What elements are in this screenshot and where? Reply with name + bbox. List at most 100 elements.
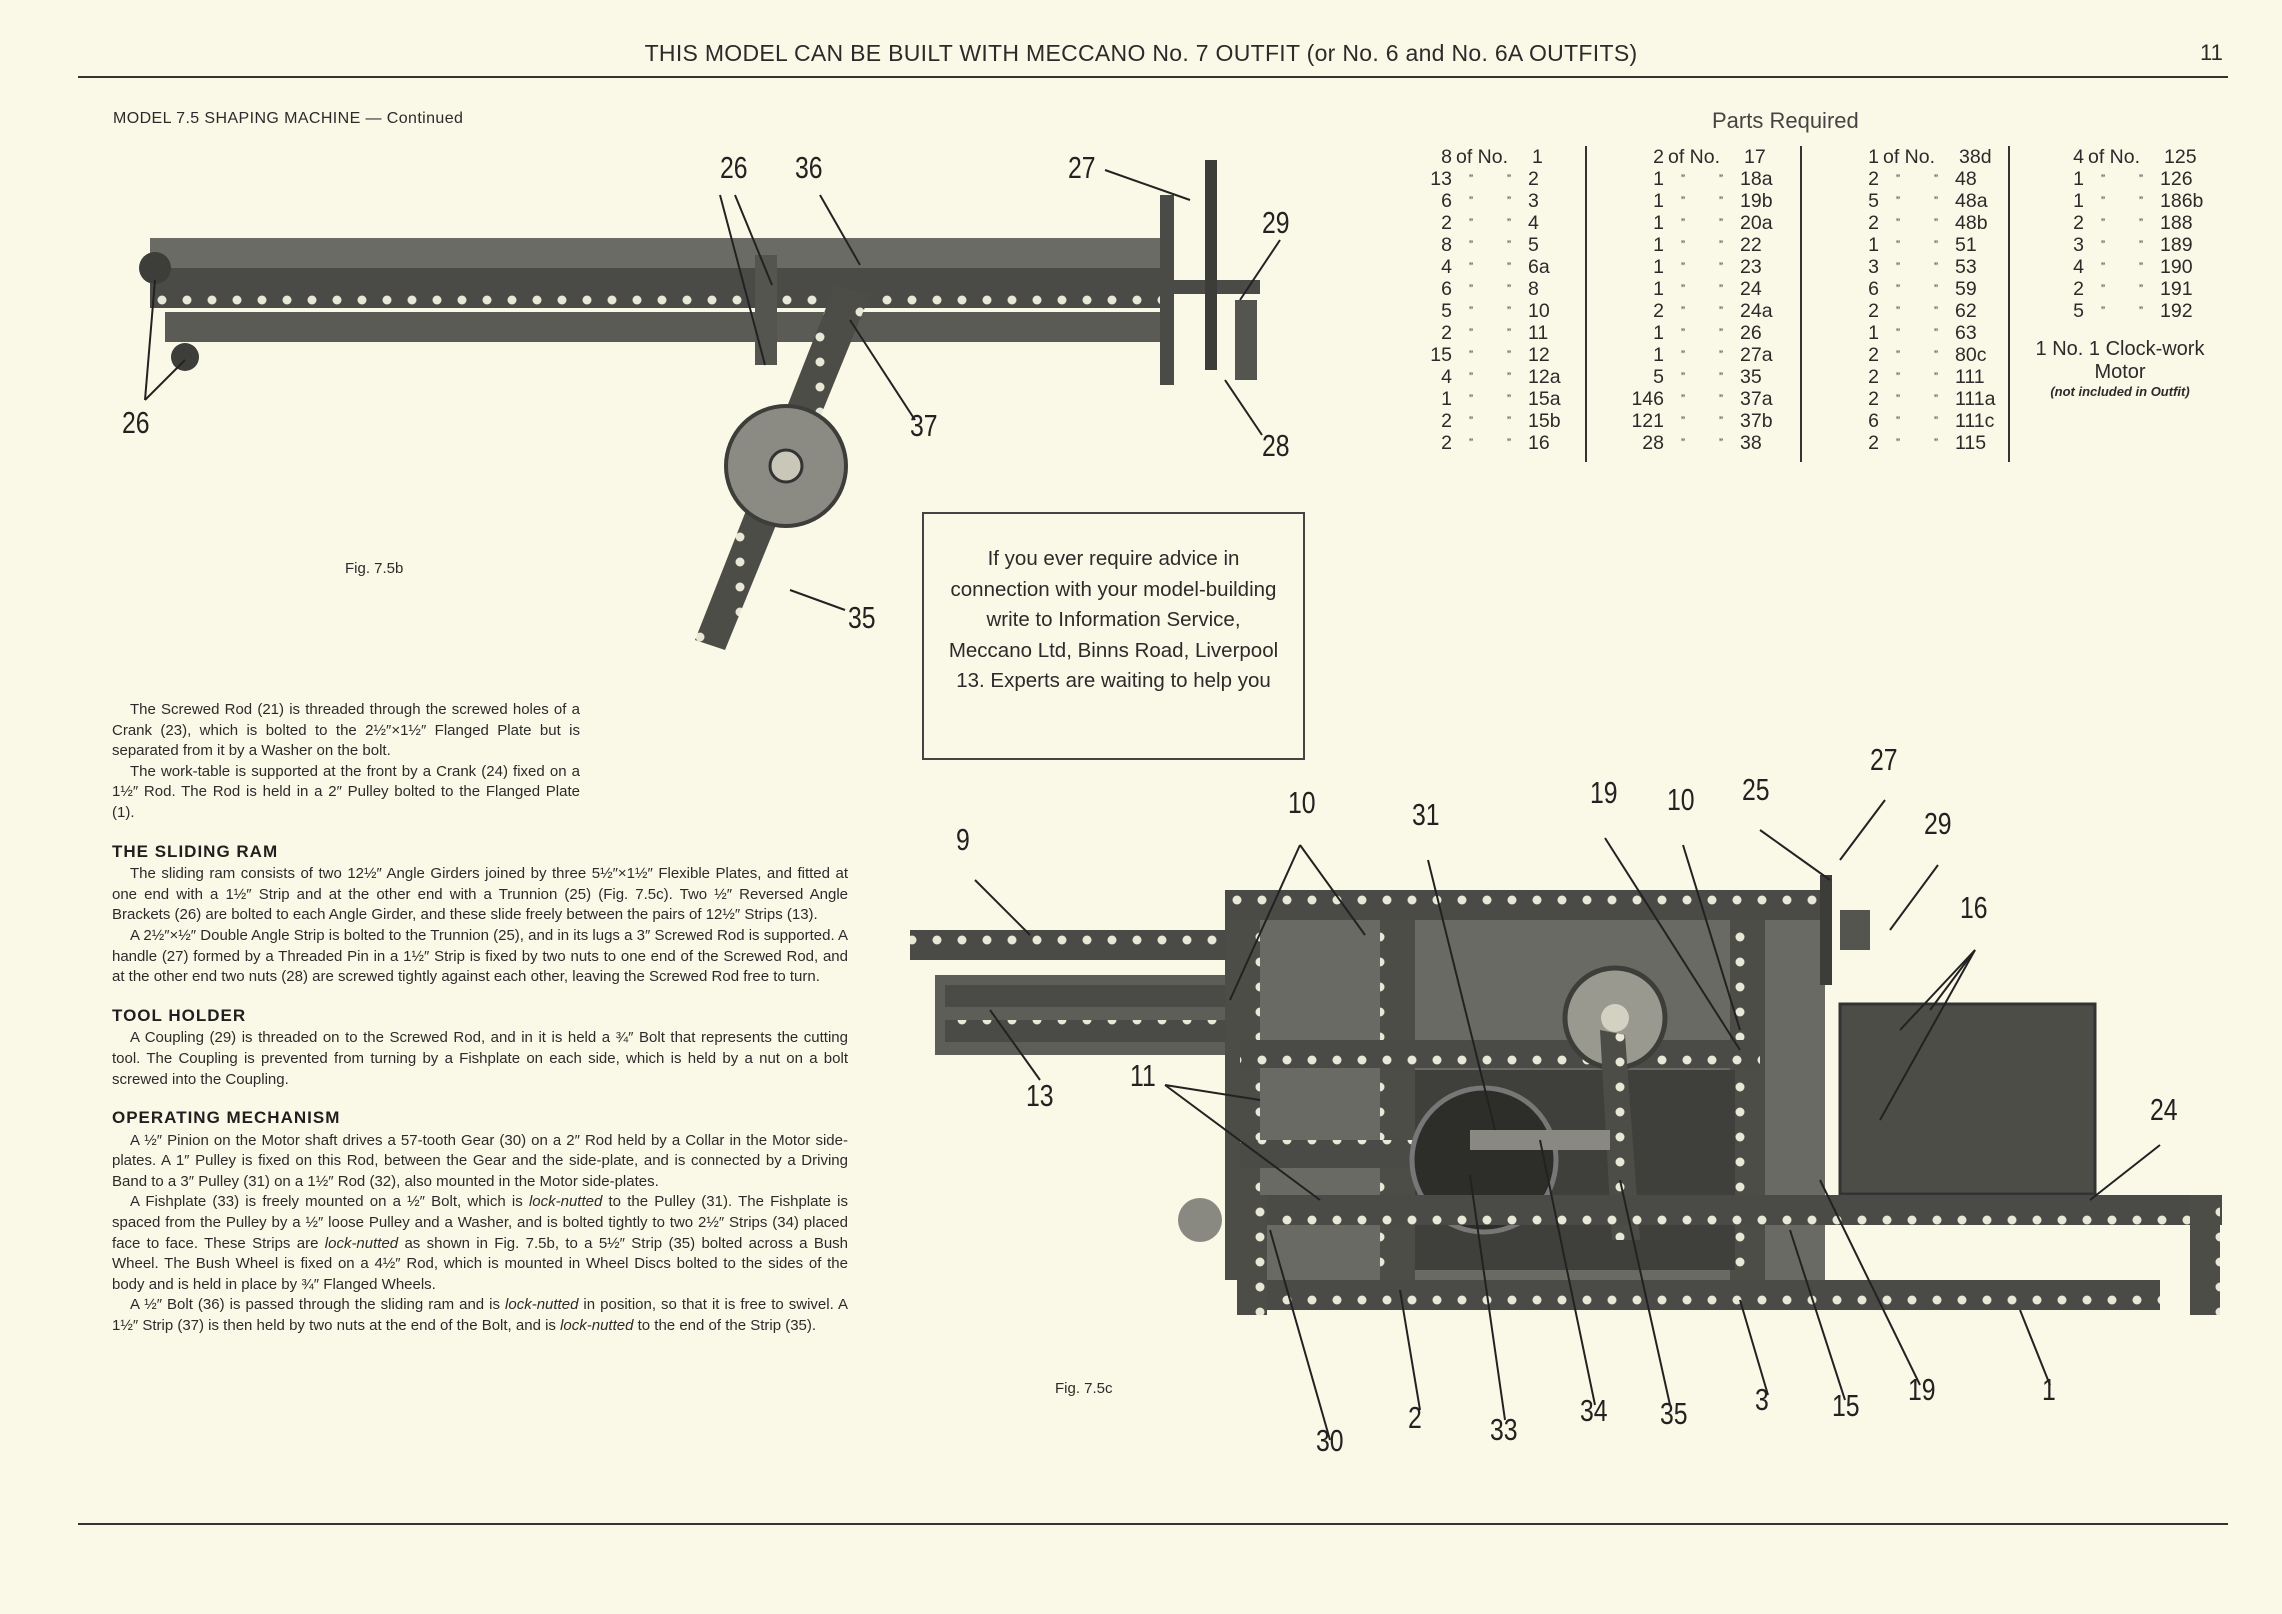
part-quantity: 4 — [2073, 146, 2084, 168]
ditto-mark: ” — [1719, 260, 1723, 274]
part-quantity: 2 — [1441, 322, 1452, 344]
parts-row: 3””189 — [2040, 234, 2220, 256]
part-quantity: 1 — [1441, 388, 1452, 410]
ditto-mark: ” — [1934, 348, 1938, 362]
of-no-label: of No. — [2088, 146, 2141, 168]
part-number: 8 — [1528, 278, 1539, 300]
ditto-mark: ” — [1469, 326, 1473, 340]
ditto-mark: ” — [1469, 348, 1473, 362]
part-quantity: 3 — [1868, 256, 1879, 278]
parts-row: 1””20a — [1620, 212, 1800, 234]
paragraph: A ½″ Bolt (36) is passed through the sli… — [112, 1295, 848, 1336]
ditto-mark: ” — [2101, 194, 2105, 208]
part-number: 16 — [1528, 432, 1550, 454]
parts-row: 1””186b — [2040, 190, 2220, 212]
part-quantity: 28 — [1642, 432, 1664, 454]
ditto-mark: ” — [2139, 282, 2143, 296]
ditto-mark: ” — [1934, 392, 1938, 406]
ditto-mark: ” — [1719, 414, 1723, 428]
part-number: 2 — [1528, 168, 1539, 190]
callout-label: 35 — [848, 600, 876, 635]
callout-label: 27 — [1870, 742, 1898, 777]
part-quantity: 8 — [1441, 234, 1452, 256]
part-quantity: 5 — [1868, 190, 1879, 212]
part-quantity: 2 — [1868, 168, 1879, 190]
ditto-mark: ” — [1507, 436, 1511, 450]
parts-row: 1””15a — [1408, 388, 1588, 410]
ditto-mark: ” — [1896, 348, 1900, 362]
part-quantity: 1 — [1653, 322, 1664, 344]
ditto-mark: ” — [1507, 304, 1511, 318]
parts-row: 1””51 — [1835, 234, 2015, 256]
parts-row: 4””6a — [1408, 256, 1588, 278]
text-run: A ½″ Pinion on the Motor shaft drives a … — [112, 1131, 848, 1190]
part-quantity: 146 — [1631, 388, 1664, 410]
part-number: 62 — [1955, 300, 1977, 322]
callout-label: 10 — [1288, 785, 1316, 820]
text-run: The sliding ram consists of two 12½″ Ang… — [112, 865, 848, 924]
part-number: 19b — [1740, 190, 1773, 212]
callout-label: 3 — [1755, 1382, 1769, 1417]
ditto-mark: ” — [1507, 172, 1511, 186]
intro-paragraphs: The Screwed Rod (21) is threaded through… — [112, 700, 848, 824]
part-quantity: 13 — [1430, 168, 1452, 190]
ditto-mark: ” — [1469, 304, 1473, 318]
ditto-mark: ” — [1719, 194, 1723, 208]
ditto-mark: ” — [2139, 172, 2143, 186]
part-quantity: 1 — [2073, 168, 2084, 190]
parts-required-title: Parts Required — [1712, 108, 1859, 133]
parts-row: 2””80c — [1835, 344, 2015, 366]
parts-row: 6””3 — [1408, 190, 1588, 212]
part-quantity: 5 — [1441, 300, 1452, 322]
part-number: 186b — [2160, 190, 2204, 212]
part-number: 48a — [1955, 190, 1988, 212]
part-quantity: 2 — [2073, 212, 2084, 234]
parts-row: 2””191 — [2040, 278, 2220, 300]
ditto-mark: ” — [1507, 238, 1511, 252]
ditto-mark: ” — [1719, 392, 1723, 406]
ditto-mark: ” — [2139, 304, 2143, 318]
ditto-mark: ” — [1719, 282, 1723, 296]
ditto-mark: ” — [1681, 172, 1685, 186]
ditto-mark: ” — [1469, 172, 1473, 186]
parts-row: 2””15b — [1408, 410, 1588, 432]
paragraph: The work-table is supported at the front… — [112, 762, 580, 824]
ditto-mark: ” — [2101, 260, 2105, 274]
part-number: 15a — [1528, 388, 1561, 410]
part-number: 111c — [1955, 410, 1995, 432]
part-quantity: 1 — [1653, 168, 1664, 190]
tool-holder-paragraphs: A Coupling (29) is threaded on to the Sc… — [112, 1028, 848, 1090]
figure-7-5c-caption: Fig. 7.5c — [1055, 1380, 1113, 1397]
ditto-mark: ” — [1469, 370, 1473, 384]
part-number: 18a — [1740, 168, 1773, 190]
ditto-mark: ” — [1934, 414, 1938, 428]
part-number: 26 — [1740, 322, 1762, 344]
callout-label: 29 — [1924, 806, 1952, 841]
parts-row: 1””126 — [2040, 168, 2220, 190]
model-title: MODEL 7.5 SHAPING MACHINE — Continued — [113, 110, 464, 127]
callout-label: 37 — [910, 408, 938, 443]
part-number: 80c — [1955, 344, 1987, 366]
part-number: 12a — [1528, 366, 1561, 388]
ditto-mark: ” — [1681, 414, 1685, 428]
part-quantity: 3 — [2073, 234, 2084, 256]
callout-label: 16 — [1960, 890, 1988, 925]
part-number: 37b — [1740, 410, 1773, 432]
part-number: 188 — [2160, 212, 2193, 234]
part-quantity: 121 — [1631, 410, 1664, 432]
parts-row: 2””48 — [1835, 168, 2015, 190]
page-number: 11 — [2200, 40, 2223, 65]
part-quantity: 6 — [1868, 278, 1879, 300]
part-number: 37a — [1740, 388, 1773, 410]
ditto-mark: ” — [1896, 370, 1900, 384]
emphasis-text: lock-nutted — [324, 1234, 399, 1252]
paragraph: The sliding ram consists of two 12½″ Ang… — [112, 864, 848, 926]
ditto-mark: ” — [1681, 216, 1685, 230]
parts-row: 13 ” ” 2 — [1408, 168, 1588, 190]
paragraph: A Fishplate (33) is freely mounted on a … — [112, 1192, 848, 1295]
